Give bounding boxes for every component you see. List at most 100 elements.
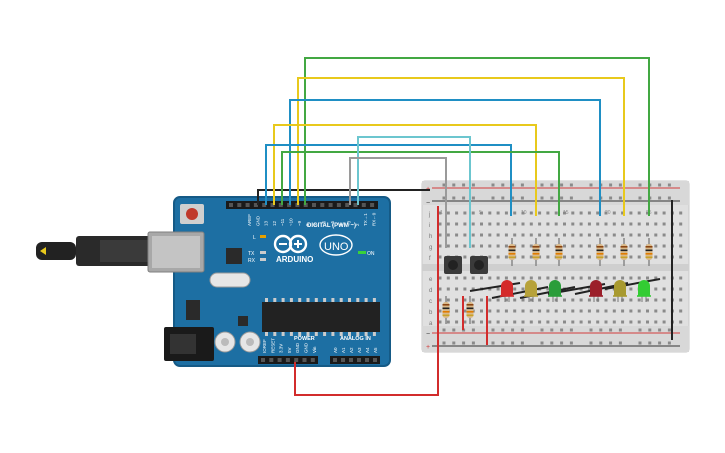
- resistor: [508, 238, 516, 266]
- wire-yellow-outer: [297, 77, 625, 216]
- arduino-model: UNO: [324, 241, 349, 253]
- pin-label: RESET: [270, 338, 275, 353]
- led-yellow: [524, 280, 538, 302]
- pin-label: ~11: [280, 218, 285, 226]
- pin-label: 5V: [287, 347, 292, 353]
- pin-label: TX→1: [363, 213, 368, 226]
- digital-header: [226, 201, 378, 209]
- row-label-e: e: [429, 277, 433, 283]
- push-button[interactable]: [444, 256, 462, 274]
- push-button[interactable]: [470, 256, 488, 274]
- resistor: [620, 238, 628, 266]
- rail-plus-bottom: +: [426, 344, 430, 351]
- wire-green-outer: [304, 57, 650, 216]
- led-l-label: L: [253, 235, 256, 241]
- led-yellow: [613, 280, 627, 302]
- usb-cable: [36, 231, 205, 273]
- pin-label: ~3: [347, 220, 352, 226]
- usb-chip: [226, 248, 242, 264]
- pin-label: AREF: [247, 214, 252, 226]
- resistor: [442, 296, 450, 324]
- led-green: [637, 280, 651, 302]
- small-chip: [238, 316, 248, 326]
- analog-label: ANALOG IN: [340, 336, 371, 342]
- power-label: POWER: [294, 336, 315, 342]
- led-rx-indicator: [260, 258, 266, 261]
- breadboard: j i h g f e d c b a + − − + 1 5 10 15 20…: [421, 180, 690, 353]
- pin-label: ~5: [330, 220, 335, 226]
- wire-green-inner: [281, 151, 560, 216]
- pin-label: GND: [295, 342, 300, 353]
- pin-label: ~10: [289, 218, 294, 226]
- wire-red-5v: [294, 206, 439, 396]
- on-label: ON: [367, 251, 375, 257]
- col-number: 1: [440, 210, 443, 216]
- pin-label: ~9: [297, 220, 302, 226]
- analog-header: [330, 356, 380, 364]
- row-label-c: c: [429, 299, 432, 305]
- led-tx-indicator: [260, 251, 266, 254]
- breadboard-holes: [438, 183, 683, 345]
- breadboard-row-labels-top: j i h g f: [428, 212, 432, 262]
- led-rx-label: RX: [248, 258, 256, 264]
- pin-label: 12: [272, 220, 277, 226]
- pin-label: A5: [373, 347, 378, 353]
- col-number: 5: [479, 210, 482, 216]
- breadboard-row-labels-bottom: e d c b a: [429, 277, 433, 327]
- led-red: [589, 280, 603, 302]
- pin-label: 2: [355, 223, 360, 226]
- resistor: [532, 238, 540, 266]
- crystal-oscillator: [209, 272, 251, 288]
- pin-label: Vin: [312, 346, 317, 353]
- row-label-j: j: [428, 212, 430, 218]
- resistors: [442, 238, 653, 324]
- row-label-a: a: [429, 321, 433, 327]
- pin-label: 4: [338, 223, 343, 226]
- digital-label: DIGITAL (PWM ~): [307, 223, 356, 229]
- row-label-h: h: [429, 234, 432, 240]
- pin-label: IOREF: [262, 339, 267, 353]
- pin-label: RX←0: [372, 212, 377, 226]
- pin-label: A3: [357, 347, 362, 353]
- rail-minus-top: −: [426, 200, 430, 207]
- led-tx-label: TX: [248, 251, 255, 257]
- resistor: [645, 238, 653, 266]
- regulator: [186, 300, 200, 320]
- resistor: [555, 238, 563, 266]
- resistor: [466, 296, 474, 324]
- pin-label: 8: [305, 223, 310, 226]
- row-label-d: d: [429, 288, 432, 294]
- row-label-i: i: [429, 223, 430, 229]
- rail-minus-bottom: −: [426, 331, 430, 338]
- pin-label: A1: [341, 347, 346, 353]
- wire-black-gnd: [257, 189, 430, 205]
- led-green: [548, 280, 562, 302]
- arduino-brand: ARDUINO: [276, 255, 313, 264]
- wire-gray-button: [349, 157, 447, 248]
- wire-cyan-button: [357, 136, 471, 248]
- atmega-chip: [262, 302, 380, 332]
- pin-label: ~6: [322, 220, 327, 226]
- pin-label: GND: [255, 215, 260, 226]
- row-label-b: b: [429, 310, 433, 316]
- col-number: 15: [563, 210, 569, 216]
- pin-label: GND: [304, 342, 309, 353]
- pin-label: A2: [349, 347, 354, 353]
- pin-label: A4: [365, 347, 370, 353]
- pin-label: A0: [333, 347, 338, 353]
- col-number: 10: [521, 210, 527, 216]
- col-number: 20: [605, 210, 611, 216]
- wire-blue-inner: [265, 144, 512, 216]
- row-label-g: g: [429, 245, 432, 251]
- pin-label: 3.3V: [279, 344, 284, 353]
- power-jack: [164, 327, 214, 361]
- reset-button[interactable]: [180, 204, 204, 224]
- power-on-led: [358, 251, 366, 254]
- leds: [500, 280, 651, 302]
- led-l-indicator: [260, 235, 266, 238]
